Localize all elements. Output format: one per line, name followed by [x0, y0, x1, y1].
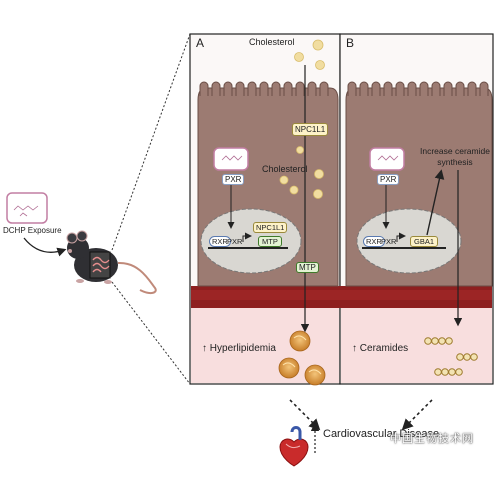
cvd-label: Cardiovascular Disease	[323, 428, 440, 440]
cholesterol-top-label: Cholesterol	[249, 37, 295, 47]
synthesis-arrow	[426, 169, 445, 236]
dchp-molecule-icon	[6, 192, 48, 224]
watermark: 中国生物技术网	[390, 432, 474, 445]
cholesterol-mid-label: Cholesterol	[262, 164, 308, 174]
heart-icon	[279, 426, 309, 467]
pxr-nucleus-label-b: PXR	[381, 237, 397, 246]
rxr-label-a: RXR	[209, 236, 231, 247]
ceramide-chains	[424, 337, 478, 376]
cholesterol-particles	[279, 39, 325, 199]
panel-a-letter: A	[196, 36, 205, 50]
mtp-basal-label: MTP	[296, 262, 319, 273]
pxr-label-b: PXR	[377, 174, 400, 185]
ceramide-synthesis-annotation: Increase ceramide synthesis	[420, 146, 490, 167]
npc1l1-membrane-label: NPC1L1	[292, 123, 329, 136]
pxr-receptor-icon-a	[213, 147, 249, 171]
zoom-line-bottom	[111, 281, 191, 385]
pxr-label-a: PXR	[222, 174, 245, 185]
lipoprotein-particles	[278, 330, 326, 386]
panel-b-letter: B	[346, 36, 355, 50]
pxr-nucleus-label-a: PXR	[227, 237, 243, 246]
dchp-exposure-label: DCHP Exposure	[3, 226, 62, 235]
mtp-gene-label: MTP	[258, 236, 282, 247]
exposure-arrow	[23, 237, 67, 257]
gba1-gene-label: GBA1	[410, 236, 439, 247]
npc1l1-gene-label: NPC1L1	[253, 222, 288, 233]
pxr-receptor-icon-b	[369, 147, 405, 171]
rxr-label-b: RXR	[363, 236, 385, 247]
zoom-line-top	[111, 33, 191, 251]
hyperlipidemia-label: ↑ Hyperlipidemia	[202, 343, 276, 354]
ceramides-label: ↑ Ceramides	[352, 343, 409, 354]
converge-arrow-right	[401, 399, 433, 431]
converge-arrow-left	[289, 399, 321, 431]
mouse-illustration	[66, 230, 157, 295]
